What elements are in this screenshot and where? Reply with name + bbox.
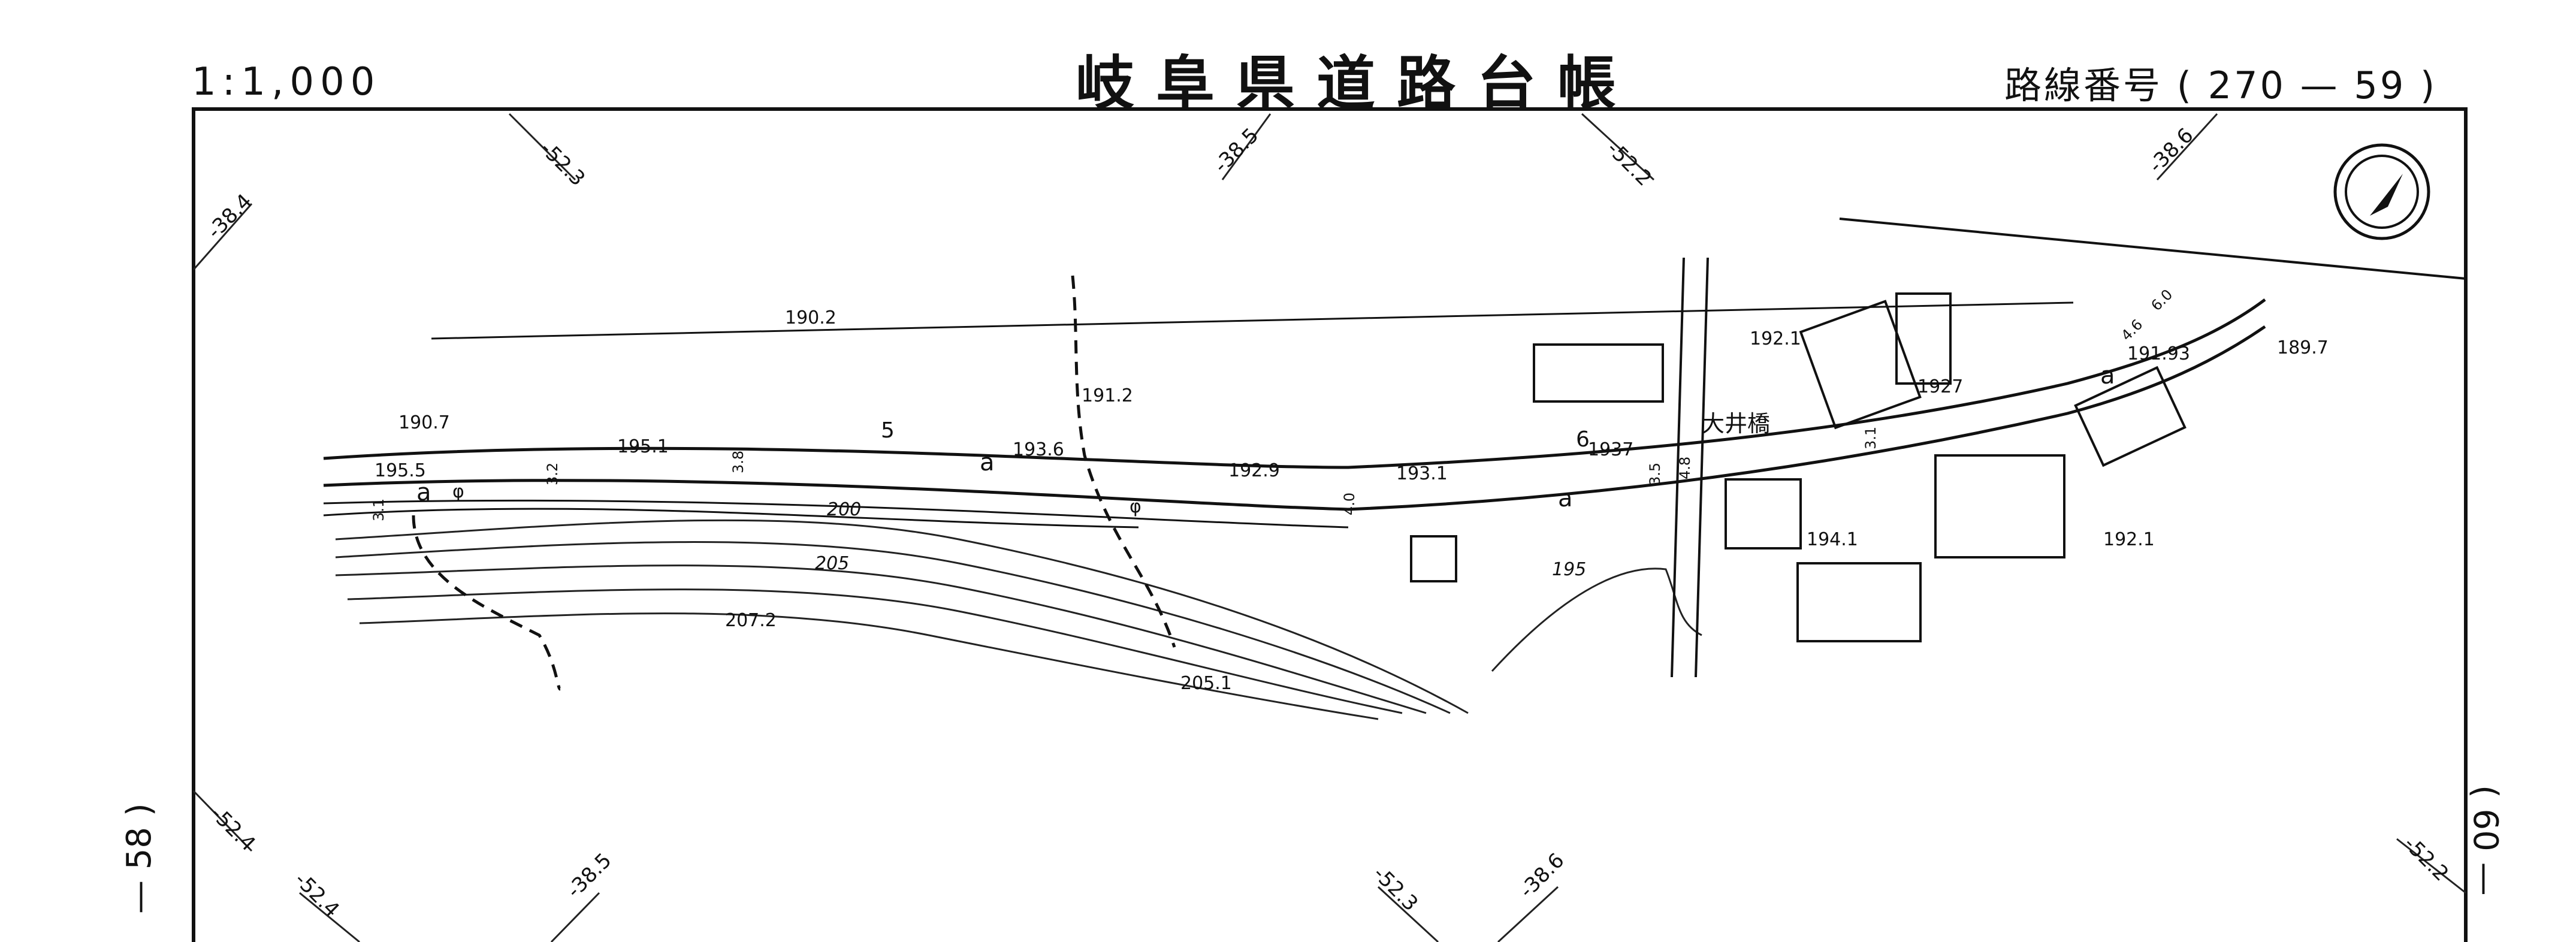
contour-label: 200 [827,499,861,520]
contour-label: 195 [1552,559,1586,580]
elevation-label: 207.2 [725,610,777,631]
north-arrow-icon [2333,143,2430,240]
road-symbol: a [980,449,995,476]
elevation-label: 193.6 [1013,439,1064,460]
width-label: 3.1 [1862,427,1879,449]
buildings [1410,292,2187,642]
grid-label-top-2: -38.5 [1209,123,1263,177]
elevation-label: 1937 [1588,439,1633,460]
width-label: 4.6 [2118,316,2146,344]
grid-label-bottom-4: -38.6 [1515,849,1569,902]
wall-symbol: φ [452,481,464,502]
width-label: 3.5 [1647,463,1663,485]
grid-label-bottom-3: -52.3 [1369,862,1423,916]
contour-label: 205 [815,553,849,574]
marker-label: 5 [881,418,895,443]
elevation-label: 1927 [1917,376,1963,397]
grid-ticks [192,113,2466,942]
elevation-label: 205.1 [1180,673,1232,694]
grid-label-left-2: -52.4 [206,802,260,856]
width-label: 3.2 [544,463,561,485]
wall-symbol: φ [1130,496,1141,517]
elevation-label: 192.9 [1228,460,1280,481]
grid-label-bottom-5: -52.2 [2399,832,2453,886]
contour-lines [335,519,1702,720]
grid-label-bottom-1: -52.4 [290,868,344,922]
road-symbol: a [2100,362,2115,390]
width-label: 4.8 [1677,457,1693,479]
width-label: 6.0 [2148,286,2176,314]
elevation-label: 191.93 [2127,343,2190,364]
elevation-label: 195.5 [375,460,426,481]
elevation-label: 192.1 [2103,529,2155,550]
elevation-label: 192.1 [1750,328,1801,349]
route-number: ( 270 — 59 ) [2176,64,2438,107]
road [323,298,2266,529]
boundary-line [1839,218,2466,280]
bridge-name: 大井橋 [1702,410,1770,437]
map-scale: 1:1,000 [192,60,381,104]
elevation-label: 190.2 [785,307,836,328]
elevation-label: 195.1 [617,436,669,457]
map-frame [192,107,2468,942]
marker-label: 6 [1576,427,1590,452]
grid-label-left-1: -38.4 [203,189,256,243]
elevation-label: 193.1 [1396,463,1448,484]
route-label: 路線番号 [2004,64,2163,107]
grid-label-top-3: -52.2 [1602,137,1656,191]
route-number-label: 路線番号 ( 270 — 59 ) [2004,55,2437,109]
elevation-label: 194.1 [1807,529,1858,550]
width-label: 4.0 [1341,493,1358,515]
elevation-label: 191.2 [1082,385,1133,406]
grid-label-top-1: -52.3 [536,137,590,191]
bridge [1671,257,1709,678]
municipal-boundary [412,275,1176,691]
elevation-label: 189.7 [2277,337,2329,358]
page-title: 岐阜県道路台帳 [1076,50,1638,118]
road-symbol: a [416,479,431,506]
road-symbol: a [1558,485,1573,512]
grid-label-bottom-2: -38.5 [562,849,616,902]
power-line [431,301,2074,340]
elevation-label: 190.7 [398,412,450,433]
width-label: 3.8 [730,451,747,473]
grid-label-top-4: -38.6 [2144,123,2198,177]
width-label: 3.1 [370,499,387,521]
